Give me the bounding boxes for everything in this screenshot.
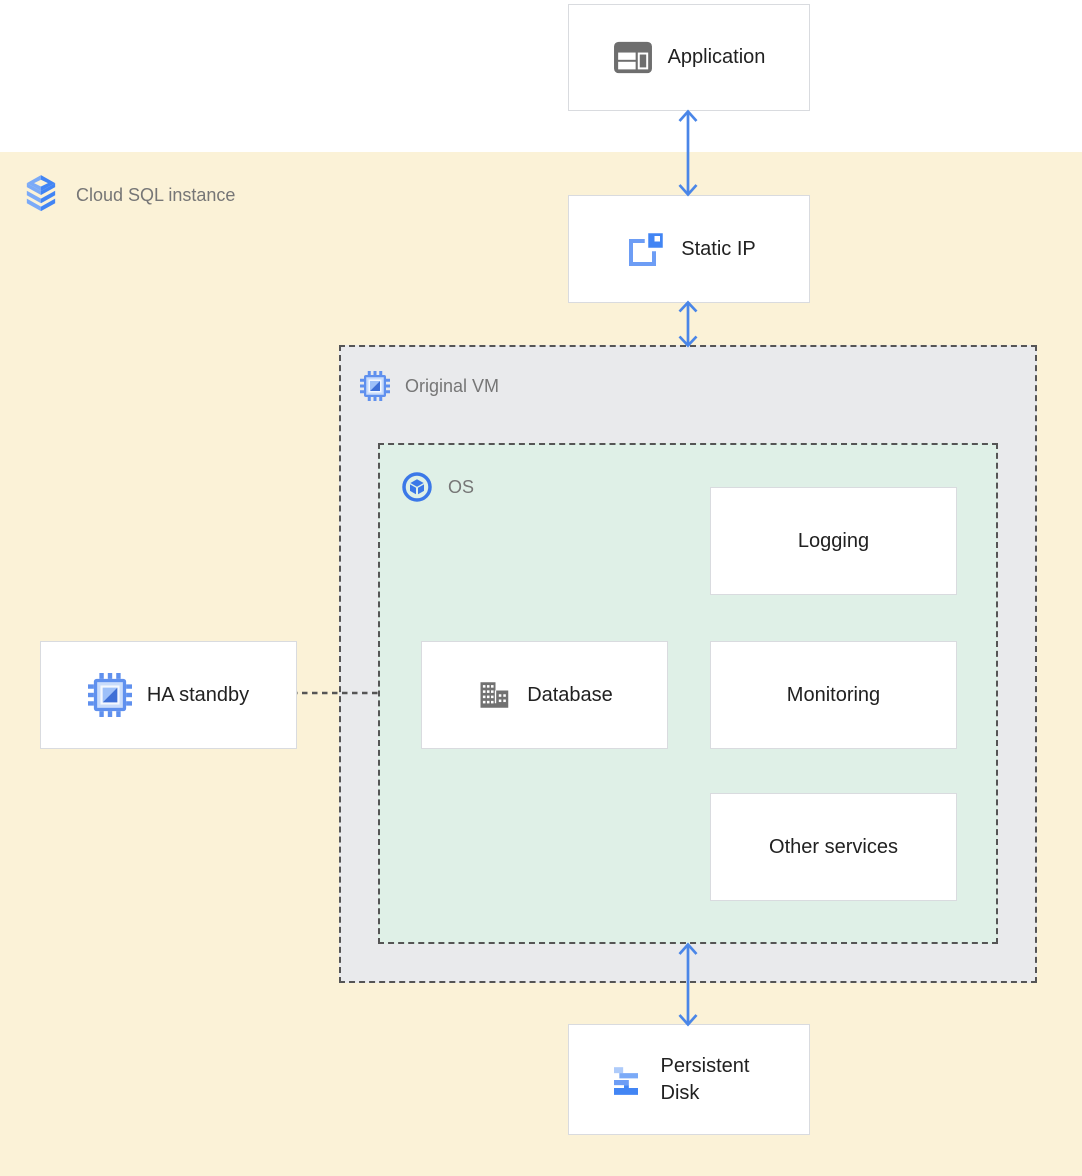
application-label: Application — [667, 46, 766, 68]
monitoring-node: Monitoring — [710, 641, 957, 749]
original-vm-label: Original VM — [360, 370, 499, 402]
application-node: Application — [568, 4, 810, 111]
ha-standby-label: HA standby — [146, 683, 250, 706]
original-vm-title: Original VM — [405, 375, 500, 396]
logging-label: Logging — [797, 529, 870, 552]
compute-engine-chip-icon — [87, 673, 132, 717]
static-ip-node: Static IP — [568, 195, 810, 303]
ha-standby-dashed-connector — [292, 688, 380, 698]
static-ip-square-icon — [629, 229, 667, 266]
cloud-sql-zone-label: Cloud SQL instance — [24, 172, 235, 218]
monitoring-label: Monitoring — [786, 683, 881, 706]
arrow-staticip-vm — [674, 300, 702, 348]
cloud-sql-icon — [26, 175, 56, 212]
other-services-node: Other services — [710, 793, 957, 901]
web-app-window-icon — [613, 41, 652, 74]
os-title: OS — [448, 476, 475, 497]
ha-standby-node: HA standby — [40, 641, 297, 749]
database-node: Database — [421, 641, 668, 749]
stepped-disk-icon — [613, 1066, 638, 1095]
os-cube-circle-icon — [402, 472, 432, 502]
persistent-disk-node: Persistent Disk — [568, 1024, 810, 1135]
building-icon — [480, 682, 509, 708]
database-label: Database — [527, 683, 613, 706]
os-label: OS — [402, 471, 474, 503]
arrow-os-persistentdisk — [674, 941, 702, 1028]
compute-engine-chip-icon — [360, 371, 390, 401]
static-ip-label: Static IP — [681, 237, 756, 260]
logging-node: Logging — [710, 487, 957, 595]
persistent-disk-label: Persistent Disk — [660, 1054, 750, 1104]
other-services-label: Other services — [769, 835, 898, 858]
cloud-sql-zone-title: Cloud SQL instance — [76, 184, 236, 205]
arrow-application-staticip — [674, 108, 702, 198]
